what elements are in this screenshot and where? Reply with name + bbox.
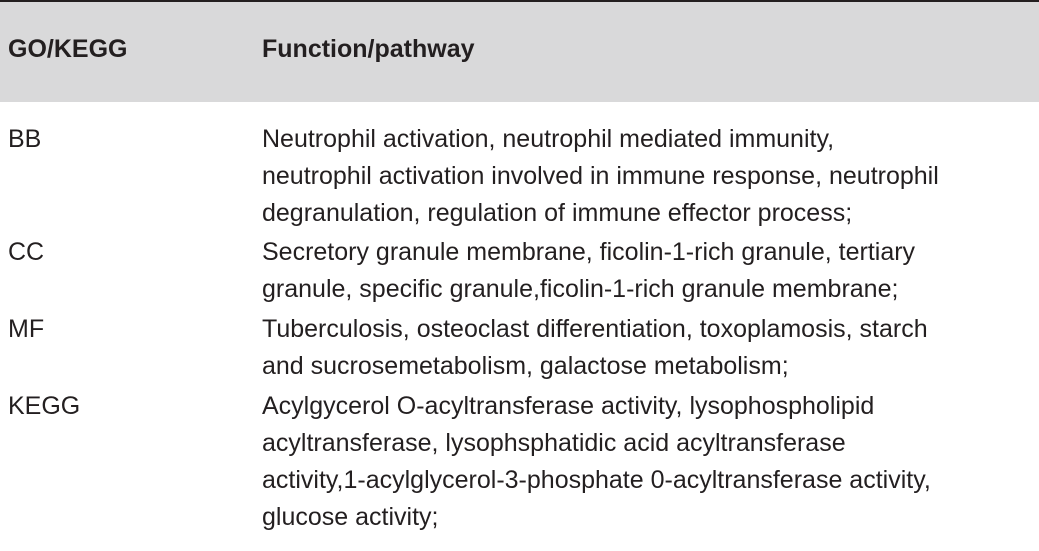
row-line: and sucrosemetabolism, galactose metabol… (262, 352, 789, 380)
row-line: neutrophil activation involved in immune… (262, 162, 939, 190)
row-line: Secretory granule membrane, ficolin-1-ri… (262, 238, 916, 266)
row-term: MF (8, 315, 45, 343)
row-line: degranulation, regulation of immune effe… (262, 199, 853, 227)
row-line: Acylgycerol O-acyltransferase activity, … (262, 392, 875, 420)
row-line: activity,1-acylglycerol-3-phosphate 0-ac… (262, 466, 931, 494)
row-line: Neutrophil activation, neutrophil mediat… (262, 125, 835, 153)
row-term: BB (8, 125, 42, 153)
header-function-pathway: Function/pathway (262, 35, 475, 63)
row-line: granule, specific granule,ficolin-1-rich… (262, 275, 899, 303)
header-go-kegg: GO/KEGG (8, 35, 128, 63)
row-term: CC (8, 238, 45, 266)
row-line: glucose activity; (262, 503, 439, 531)
table-header: GO/KEGG Function/pathway (0, 2, 1039, 102)
row-line: Tuberculosis, osteoclast differentiation… (262, 315, 928, 343)
row-line: acyltransferase, lysophsphatidic acid ac… (262, 429, 846, 457)
row-term: KEGG (8, 392, 81, 420)
table-top-rule (0, 0, 1039, 2)
